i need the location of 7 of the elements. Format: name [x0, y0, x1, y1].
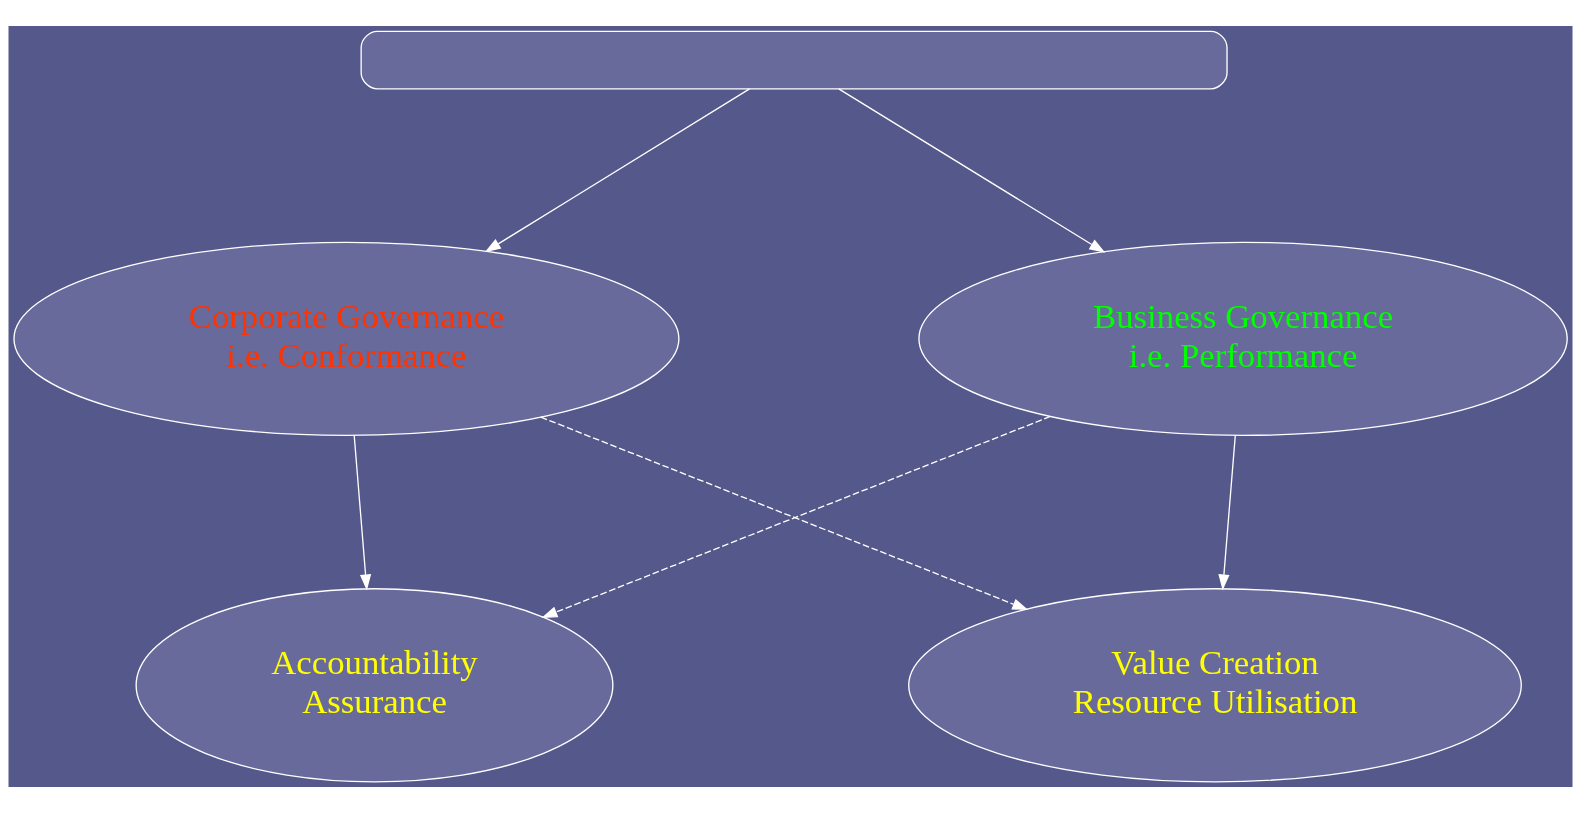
arrow [838, 88, 1106, 253]
arrow [353, 434, 372, 591]
node-ellipse: Value Creation Resource Utilisation [908, 588, 1522, 783]
arrow [1218, 434, 1236, 591]
node-box [360, 30, 1228, 90]
arrow [484, 88, 751, 253]
node-ellipse: Accountability Assurance [135, 588, 614, 783]
